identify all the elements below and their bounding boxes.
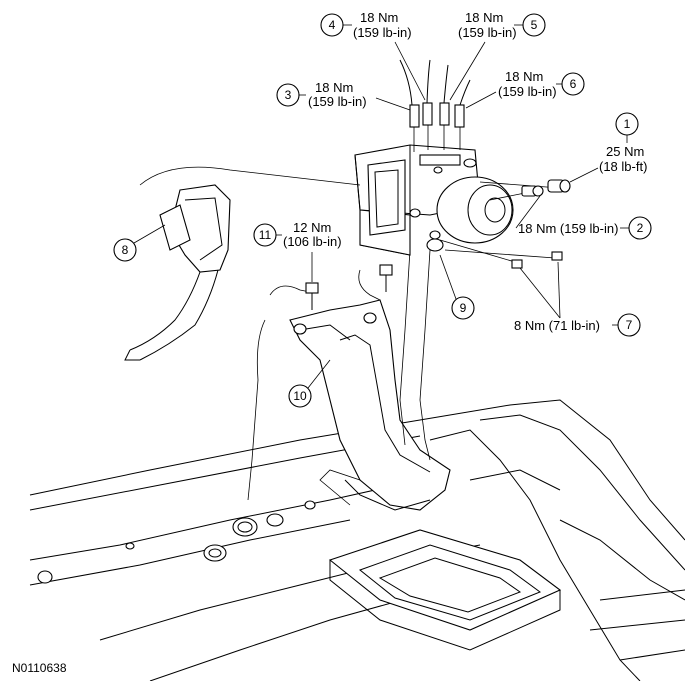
figure-id: N0110638 [12, 661, 67, 675]
callout-3-number: 3 [285, 88, 292, 102]
callout-6-line-2: (159 lb-in) [498, 84, 557, 99]
callout-6: 6 18 Nm (159 lb-in) [465, 69, 585, 109]
callout-5-line-2: (159 lb-in) [458, 25, 517, 40]
callout-5-number: 5 [531, 18, 538, 32]
callout-3-line-1: 18 Nm [315, 80, 353, 95]
bracket-bolts [305, 264, 393, 310]
callout-5: 5 18 Nm (159 lb-in) [449, 10, 546, 101]
isolator-nuts [439, 239, 563, 269]
callout-11: 11 12 Nm (106 lb-in) [253, 220, 342, 282]
wiring-harness [124, 166, 361, 361]
callout-2: 2 18 Nm (159 lb-in) [515, 195, 652, 240]
callout-7-line-1: 8 Nm (71 lb-in) [514, 318, 600, 333]
callout-8: 8 [113, 224, 166, 262]
callout-1-line-1: 25 Nm [606, 144, 644, 159]
callout-8-number: 8 [122, 243, 129, 257]
callout-11-line-2: (106 lb-in) [283, 234, 342, 249]
callout-4-line-2: (159 lb-in) [353, 25, 412, 40]
callout-1-line-2: (18 lb-ft) [599, 159, 647, 174]
callout-10: 10 [288, 359, 331, 408]
side-bolts [479, 179, 571, 201]
callout-9-number: 9 [460, 301, 467, 315]
abs-module [354, 144, 514, 256]
callout-4: 4 18 Nm (159 lb-in) [320, 10, 426, 101]
brake-lines [247, 249, 431, 506]
callout-6-number: 6 [570, 77, 577, 91]
callout-7: 7 8 Nm (71 lb-in) [514, 261, 641, 337]
callout-3-line-2: (159 lb-in) [308, 94, 367, 109]
callout-1-number: 1 [624, 117, 631, 131]
callout-2-line-1: 18 Nm (159 lb-in) [518, 221, 618, 236]
callout-9: 9 [439, 254, 475, 320]
callout-4-line-1: 18 Nm [360, 10, 398, 25]
callout-4-number: 4 [329, 18, 336, 32]
callout-5-line-1: 18 Nm [465, 10, 503, 25]
callout-1: 1 25 Nm (18 lb-ft) [569, 112, 647, 183]
callout-6-line-1: 18 Nm [505, 69, 543, 84]
callout-11-number: 11 [259, 228, 272, 242]
callout-2-number: 2 [637, 221, 644, 235]
callout-3: 3 18 Nm (159 lb-in) [276, 80, 411, 111]
abs-bracket [289, 299, 451, 511]
tube-fittings [399, 59, 471, 152]
callout-10-number: 10 [293, 389, 307, 403]
callout-7-number: 7 [626, 318, 633, 332]
vehicle-body-structure [29, 399, 685, 681]
callout-11-line-1: 12 Nm [293, 220, 331, 235]
